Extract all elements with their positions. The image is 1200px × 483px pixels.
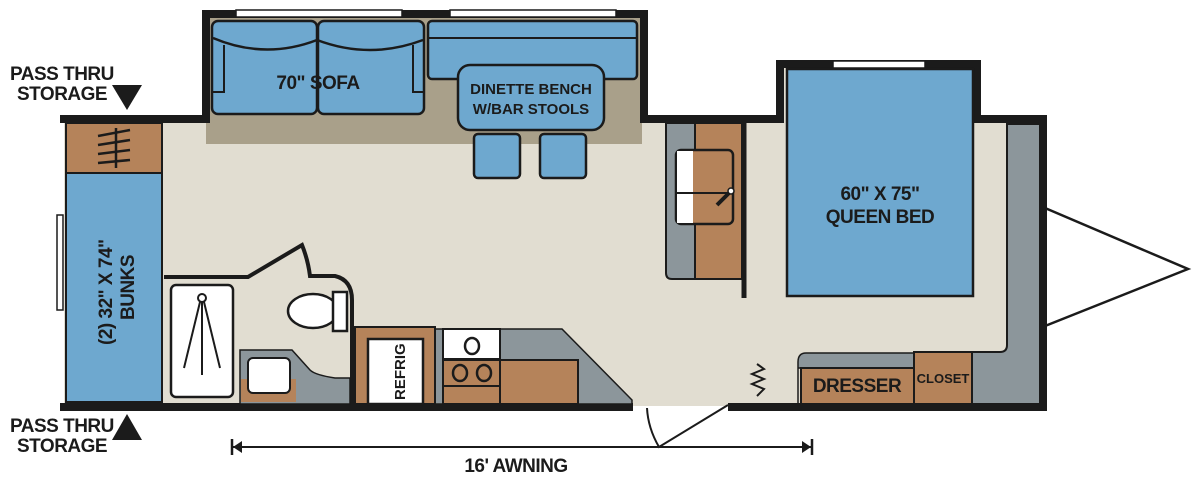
- bunks-label-1: (2) 32" X 74": [96, 239, 117, 345]
- dresser-closet: DRESSER CLOSET: [797, 351, 973, 405]
- awning-dimension: 16' AWNING: [230, 439, 814, 477]
- heater-icon: [749, 363, 767, 397]
- bed-label-2: QUEEN BED: [826, 207, 934, 228]
- closet-label: CLOSET: [917, 371, 970, 386]
- hitch: [1044, 206, 1192, 328]
- storage-top: PASS THRU STORAGE: [10, 64, 142, 110]
- storage-bottom: PASS THRU STORAGE: [10, 414, 142, 457]
- entry-door: [646, 404, 729, 449]
- sofa-label: 70" SOFA: [276, 73, 360, 94]
- storage-top-line2: STORAGE: [17, 84, 107, 105]
- bar-stool: [538, 132, 588, 180]
- refrigerator: [366, 337, 425, 406]
- toilet: [286, 292, 340, 330]
- window-bunks: [56, 214, 64, 311]
- bedroom-vanity: [665, 122, 747, 298]
- queen-bed: 60" X 75" QUEEN BED: [785, 67, 975, 298]
- exterior-wall: [60, 10, 1047, 411]
- dresser-label: DRESSER: [813, 376, 902, 397]
- bar-stool: [472, 132, 522, 180]
- bunks: (2) 32" X 74" BUNKS: [65, 122, 163, 403]
- window-sofa: [235, 9, 403, 18]
- bunks-label-2: BUNKS: [118, 255, 139, 320]
- kitchen: REFRIG: [354, 326, 633, 406]
- storage-top-line1: PASS THRU: [10, 64, 114, 85]
- sofa: 70" SOFA: [210, 19, 426, 116]
- arrow-down-icon: [112, 85, 142, 110]
- arrow-up-icon: [112, 414, 142, 440]
- bathroom: [164, 242, 354, 405]
- storage-bottom-line1: PASS THRU: [10, 416, 114, 437]
- bed-label-1: 60" X 75": [840, 184, 919, 205]
- refrig-label: REFRIG: [392, 343, 409, 400]
- dinette-bench: [456, 63, 606, 132]
- window-bed: [832, 60, 926, 69]
- window-dinette: [449, 9, 617, 18]
- closet: [913, 351, 973, 405]
- dresser: [800, 367, 915, 405]
- awning-label: 16' AWNING: [464, 456, 567, 477]
- dinette-label-1: DINETTE BENCH: [470, 81, 592, 98]
- dinette-label-2: W/BAR STOOLS: [473, 101, 589, 118]
- storage-bottom-line2: STORAGE: [17, 436, 107, 457]
- dinette: DINETTE BENCH W/BAR STOOLS: [426, 19, 639, 180]
